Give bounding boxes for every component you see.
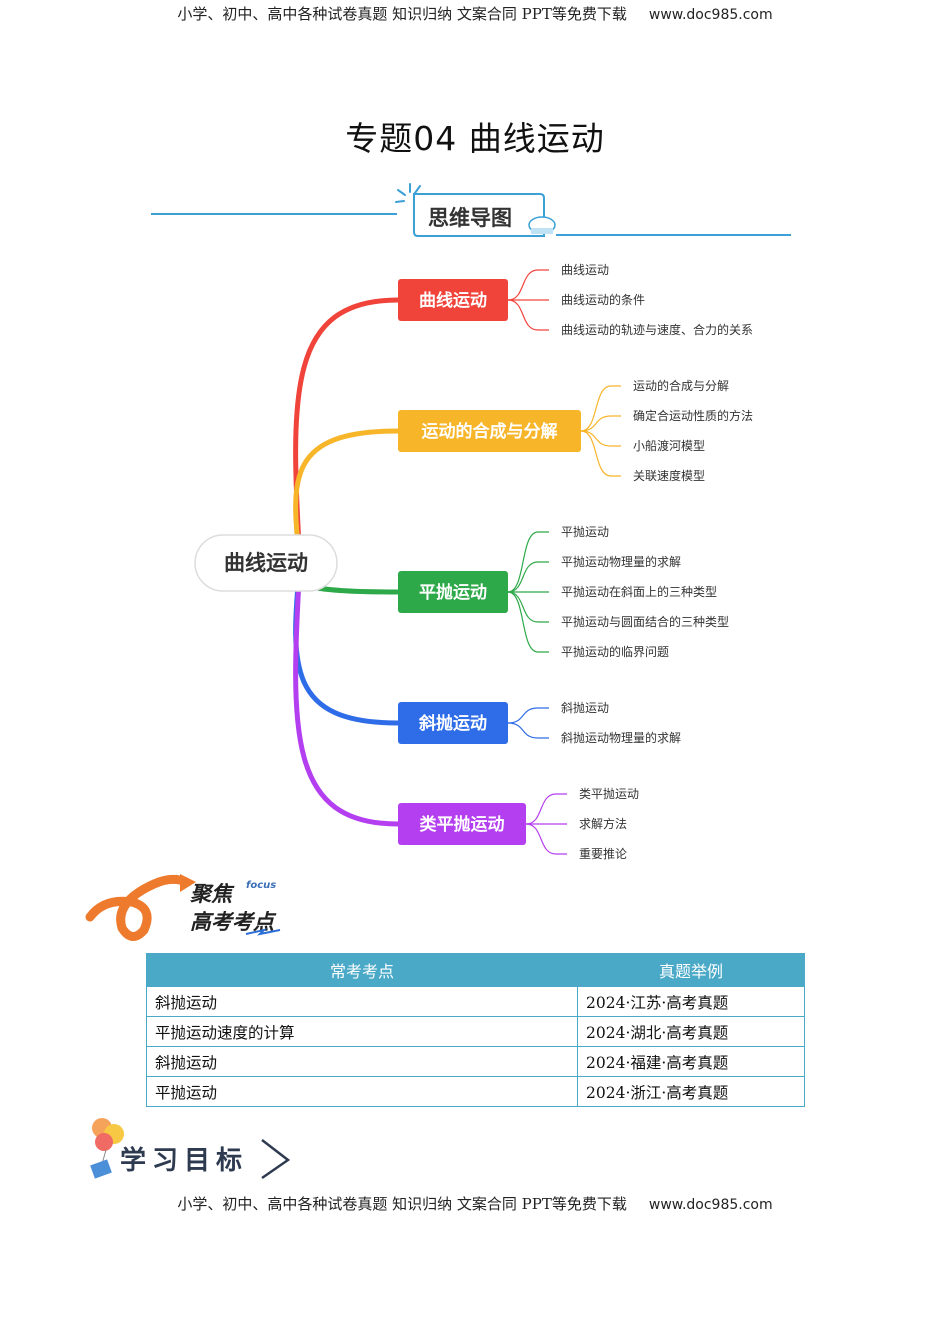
topic-cell: 斜抛运动: [146, 1046, 578, 1077]
branch-connector: [293, 428, 401, 566]
focus-line1: 聚焦: [190, 882, 232, 906]
center-label: 曲线运动: [224, 551, 308, 575]
child-label: 关联速度模型: [633, 468, 705, 483]
footer-text: 小学、初中、高中各种试卷真题 知识归纳 文案合同 PPT等免费下载: [177, 1195, 627, 1213]
child-connector: [525, 823, 567, 855]
table-header-row: 常考考点 真题举例: [146, 953, 805, 987]
child-label: 类平抛运动: [579, 786, 639, 801]
branch-node: [398, 702, 508, 744]
child-connector: [580, 385, 621, 432]
branch-label: 类平抛运动: [420, 814, 505, 835]
cloud-icon: [528, 216, 556, 234]
child-label: 平抛运动的临界问题: [561, 644, 669, 659]
branch-node: [398, 571, 508, 613]
child-connector: [580, 430, 621, 447]
table-row: 斜抛运动 2024·福建·高考真题: [146, 1046, 805, 1077]
focus-tag: focus: [246, 880, 277, 891]
child-label: 求解方法: [579, 816, 627, 831]
topic-cell: 平抛运动: [146, 1076, 578, 1107]
child-label: 平抛运动: [561, 524, 609, 539]
section-divider-left: [151, 213, 397, 215]
child-connector: [507, 722, 549, 739]
child-label: 平抛运动在斜面上的三种类型: [561, 584, 717, 599]
branch-label: 运动的合成与分解: [422, 421, 558, 442]
branch-node: [398, 803, 526, 845]
branch-node: [398, 410, 581, 452]
table-row: 平抛运动 2024·浙江·高考真题: [146, 1076, 805, 1107]
child-connector: [507, 591, 549, 623]
table-row: 平抛运动速度的计算 2024·湖北·高考真题: [146, 1016, 805, 1047]
child-connector: [580, 415, 621, 432]
balloon-icon: [90, 1118, 124, 1179]
mindmap-section-badge: [395, 183, 556, 237]
column-header-example: 真题举例: [577, 953, 805, 987]
topic-cell: 平抛运动速度的计算: [146, 1016, 578, 1047]
child-label: 运动的合成与分解: [633, 378, 729, 393]
sparkle-icon: [395, 183, 421, 203]
child-connector: [507, 561, 549, 593]
page-footer: 小学、初中、高中各种试卷真题 知识归纳 文案合同 PPT等免费下载 www.doc…: [0, 1193, 950, 1214]
child-label: 小船渡河模型: [633, 438, 705, 453]
branch-label: 曲线运动: [419, 290, 487, 311]
header-site: www.doc985.com: [648, 7, 773, 23]
mindmap: 曲线运动曲线运动曲线运动的条件曲线运动的轨迹与速度、合力的关系运动的合成与分解运…: [194, 263, 753, 861]
child-label: 曲线运动: [561, 263, 609, 277]
child-label: 斜抛运动物理量的求解: [561, 730, 681, 745]
column-header-topic: 常考考点: [146, 953, 578, 987]
study-goals-title: 学习目标: [120, 1146, 249, 1176]
child-connector: [507, 269, 549, 301]
branch-connector: [293, 560, 401, 827]
child-label: 曲线运动的条件: [561, 292, 645, 307]
example-cell: 2024·江苏·高考真题: [577, 986, 805, 1017]
child-connector: [525, 793, 567, 825]
child-label: 平抛运动与圆面结合的三种类型: [561, 614, 729, 629]
footer-site: www.doc985.com: [648, 1197, 773, 1213]
exam-points-table: 常考考点 真题举例 斜抛运动 2024·江苏·高考真题 平抛运动速度的计算 20…: [146, 953, 805, 1107]
branch-label: 斜抛运动: [418, 713, 487, 734]
child-label: 曲线运动的轨迹与速度、合力的关系: [561, 322, 753, 337]
child-connector: [507, 707, 549, 724]
child-label: 平抛运动物理量的求解: [561, 554, 681, 569]
branch-label: 平抛运动: [419, 582, 487, 603]
child-label: 重要推论: [579, 847, 627, 861]
child-label: 斜抛运动: [561, 700, 609, 715]
branch-node: [398, 279, 508, 321]
underline-icon: [245, 928, 281, 936]
child-label: 确定合运动性质的方法: [633, 408, 753, 423]
focus-arrow-icon: [85, 874, 196, 941]
child-connector: [507, 591, 549, 653]
child-connector: [507, 531, 549, 593]
child-connector: [507, 299, 549, 331]
center-node: [194, 534, 338, 592]
section-divider-right: [556, 234, 791, 236]
example-cell: 2024·浙江·高考真题: [577, 1076, 805, 1107]
topic-cell: 斜抛运动: [146, 986, 578, 1017]
table-row: 斜抛运动 2024·江苏·高考真题: [146, 986, 805, 1017]
example-cell: 2024·福建·高考真题: [577, 1046, 805, 1077]
header-text: 小学、初中、高中各种试卷真题 知识归纳 文案合同 PPT等免费下载: [177, 5, 627, 23]
child-connector: [580, 430, 621, 477]
page-title: 专题04 曲线运动: [345, 119, 605, 158]
chevron-right-icon: [261, 1139, 291, 1180]
mindmap-section-title: 思维导图: [428, 206, 512, 230]
page-header: 小学、初中、高中各种试卷真题 知识归纳 文案合同 PPT等免费下载 www.doc…: [0, 3, 950, 24]
example-cell: 2024·湖北·高考真题: [577, 1016, 805, 1047]
